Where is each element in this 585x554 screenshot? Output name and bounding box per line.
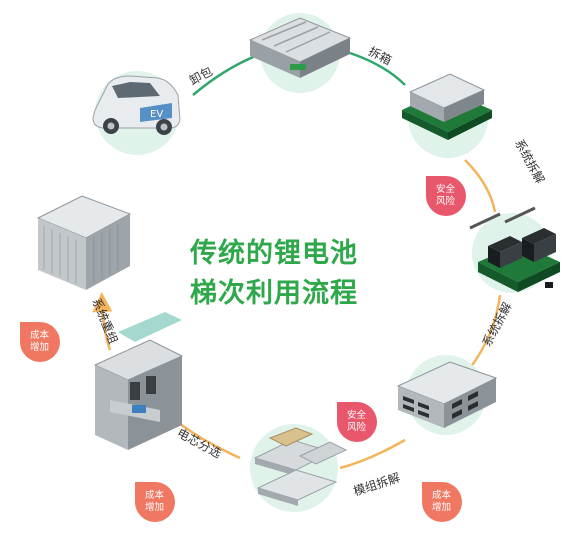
step-label-module-dismantle: 模组拆解 [351, 469, 401, 498]
cost-tag-3-line2: 增加 [432, 501, 451, 513]
cost-tag-1-line1: 成本 [30, 329, 50, 341]
step-label-unload: 卸包 [187, 63, 215, 88]
ev-badge: EV [150, 109, 163, 120]
step-label-cell-sort: 电芯分选 [175, 426, 224, 461]
regroup-station-illustration [93, 312, 184, 450]
ev-car-illustration: EV [92, 75, 181, 135]
cost-tag-2: 成本 增加 [135, 482, 175, 522]
step-label-unbox: 拆箱 [366, 43, 394, 68]
step-label-sys-dismantle-2: 系统拆解 [479, 300, 515, 349]
cost-tag-3: 成本 增加 [422, 482, 462, 522]
container-illustration [36, 195, 132, 290]
step-label-sys-dismantle-1: 系统拆解 [512, 136, 548, 185]
risk-tag-2-line1: 安全 [347, 409, 367, 421]
cost-tag-1-line2: 增加 [30, 341, 49, 353]
cost-tag-2-line2: 增加 [145, 501, 164, 513]
cost-tag-3-line1: 成本 [432, 489, 452, 501]
cost-tag-1: 成本 增加 [20, 322, 60, 362]
center-title-line1: 传统的锂电池 [189, 237, 358, 269]
module-illustration [396, 361, 498, 428]
modules-on-tray-illustration [469, 206, 560, 292]
risk-tag-2-line2: 风险 [347, 421, 367, 433]
flow-connectors [92, 51, 502, 470]
risk-tag-2: 安全 风险 [337, 402, 377, 442]
cost-tag-2-line1: 成本 [145, 489, 165, 501]
risk-tag-1: 安全 风险 [426, 176, 466, 216]
cells-illustration [253, 427, 348, 506]
center-title-line2: 梯次利用流程 [190, 278, 358, 309]
step-label-regroup: 系统重组 [89, 296, 120, 346]
unboxed-pack-illustration [402, 73, 492, 140]
risk-tag-1-line1: 安全 [436, 183, 456, 195]
battery-pack-illustration [248, 17, 352, 78]
risk-tag-1-line2: 风险 [436, 195, 456, 207]
